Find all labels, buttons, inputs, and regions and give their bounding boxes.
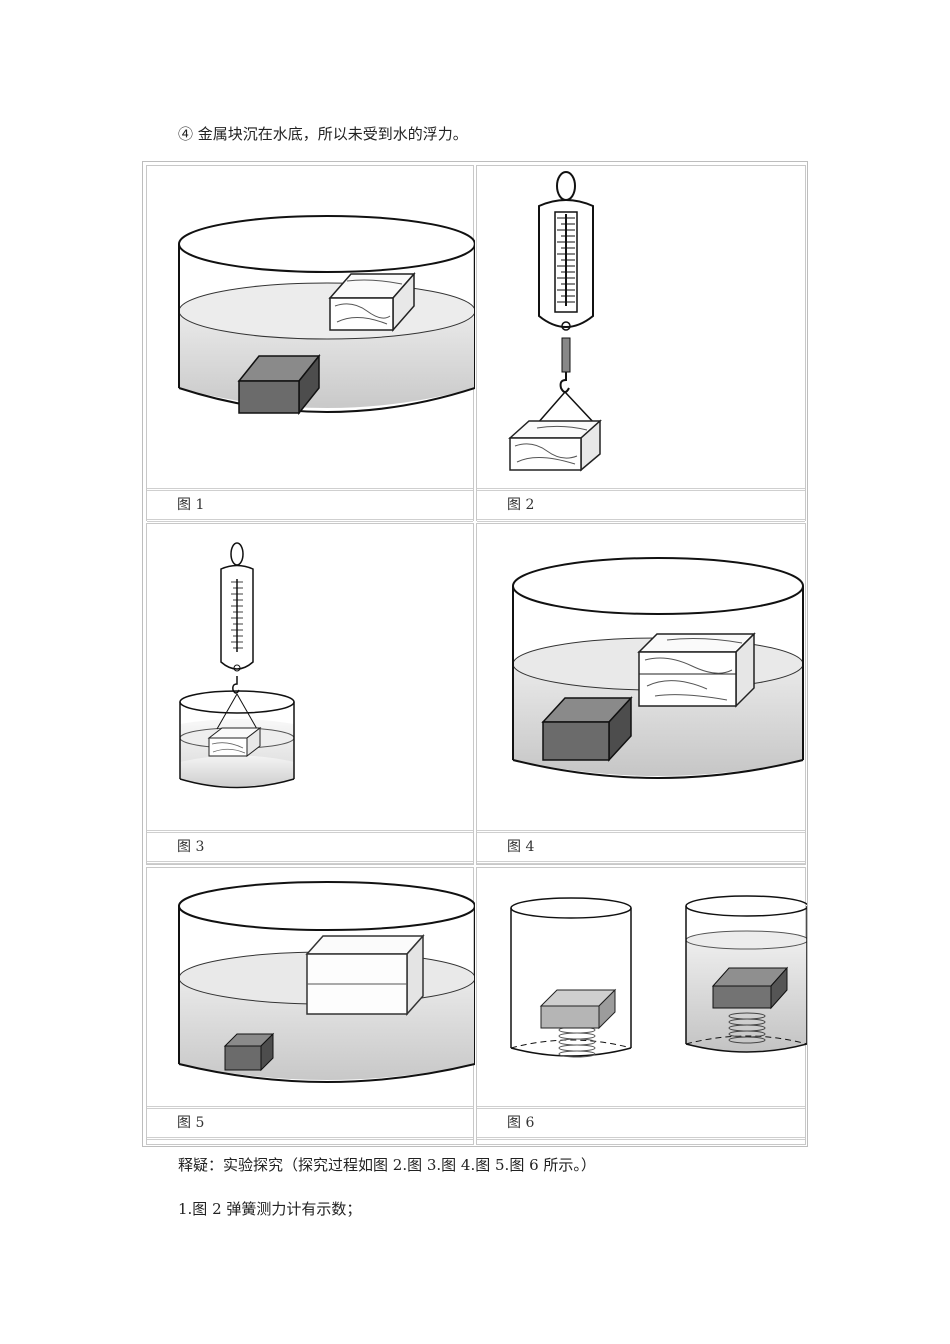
explanation-text: 释疑：实验探究（探究过程如图 2.图 3.图 4.图 5.图 6 所示。） [178, 1156, 596, 1174]
figure-2-drawing [508, 171, 602, 472]
intro-text: ④ 金属块沉在水底，所以未受到水的浮力。 [178, 125, 468, 143]
figure-table: 图 1 [142, 161, 808, 1147]
figure-3-cell: 图 3 [146, 523, 474, 865]
figure-1-cell: 图 1 [146, 165, 475, 522]
figure-1-drawing [178, 215, 475, 416]
figure-1-caption: 图 1 [177, 497, 205, 513]
figure-6-drawing [510, 895, 807, 1058]
figure-2-caption: 图 2 [507, 497, 535, 513]
figure-6-caption: 图 6 [507, 1115, 535, 1131]
figure-4-cell: 图 4 [476, 523, 806, 865]
figure-3-drawing [179, 542, 295, 789]
figure-5-drawing [178, 881, 475, 1083]
figure-2-cell: 图 2 [476, 165, 806, 522]
figure-4-drawing [512, 557, 804, 779]
point-1-text: 1.图 2 弹簧测力计有示数； [178, 1200, 362, 1218]
figure-6-cell: 图 6 [476, 867, 807, 1145]
figure-5-caption: 图 5 [177, 1115, 205, 1131]
figure-5-cell: 图 5 [146, 867, 475, 1145]
figure-3-caption: 图 3 [177, 839, 205, 855]
figure-4-caption: 图 4 [507, 839, 535, 855]
